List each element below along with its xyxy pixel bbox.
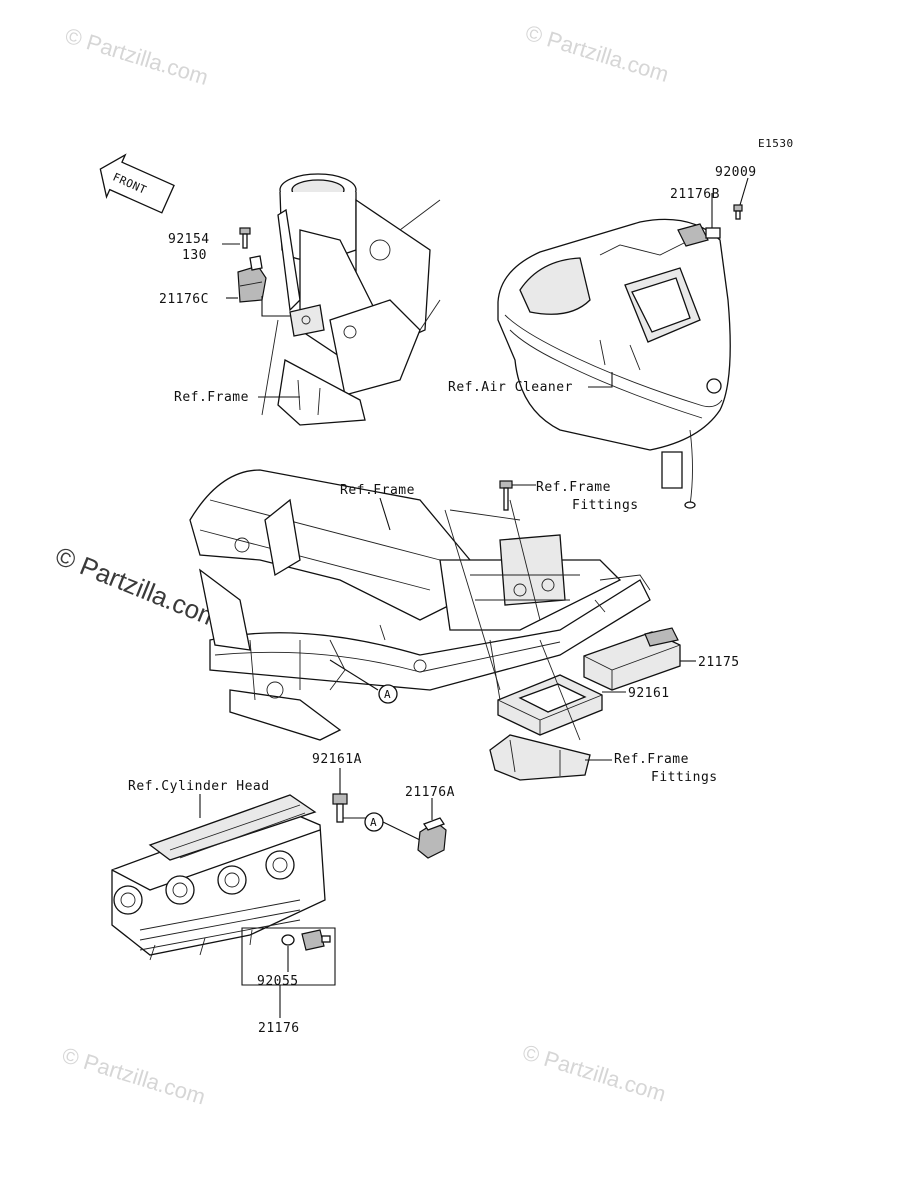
marker-a-upper: A — [378, 684, 398, 704]
callout-21176: 21176 — [258, 1021, 300, 1036]
callout-92161: 92161 — [628, 686, 670, 701]
holder-92161 — [497, 674, 603, 736]
svg-text:A: A — [370, 816, 377, 829]
callout-21175: 21175 — [698, 655, 740, 670]
svg-text:© Partzilla.com: © Partzilla.com — [523, 20, 672, 87]
callout-21176C: 21176C — [159, 292, 209, 307]
callout-21176B: 21176B — [670, 187, 720, 202]
air-cleaner-section — [497, 218, 731, 509]
watermark-bottom-right: © Partzilla.com — [520, 1039, 669, 1106]
screw-92009 — [733, 204, 743, 220]
callout-92161A: 92161A — [312, 752, 362, 767]
watermark-bottom-left: © Partzilla.com — [59, 1042, 208, 1109]
watermark-center: © Partzilla.com — [51, 541, 225, 634]
callout-ref-frame-1: Ref.Frame — [174, 390, 249, 405]
bolt-frame-fittings — [499, 480, 513, 511]
callout-ref-air-cleaner: Ref.Air Cleaner — [448, 380, 573, 395]
sensor-21176 — [301, 929, 331, 951]
front-arrow-icon: FRONT — [99, 153, 175, 214]
callout-92055: 92055 — [257, 974, 299, 989]
cylinder-head-section — [111, 794, 326, 961]
marker-a-lower: A — [364, 812, 384, 832]
callout-92009: 92009 — [715, 165, 757, 180]
callout-130: 130 — [182, 248, 207, 263]
watermark-top-left: © Partzilla.com — [62, 23, 211, 90]
sensor-21176A — [417, 817, 447, 859]
svg-text:A: A — [384, 688, 391, 701]
callout-92154: 92154 — [168, 232, 210, 247]
sensor-21176B — [677, 223, 721, 247]
svg-text:© Partzilla.com: © Partzilla.com — [62, 23, 211, 90]
bolt-92161A — [332, 793, 348, 823]
sensor-21176C — [237, 255, 267, 303]
svg-text:© Partzilla.com: © Partzilla.com — [520, 1039, 669, 1106]
watermark-top-right: © Partzilla.com — [523, 20, 672, 87]
callout-ref-cylinder-head: Ref.Cylinder Head — [128, 779, 270, 794]
callout-21176A: 21176A — [405, 785, 455, 800]
callout-ref-frame-fittings-2a: Ref.Frame — [614, 752, 689, 767]
svg-text:© Partzilla.com: © Partzilla.com — [59, 1042, 208, 1109]
washer-92055 — [281, 934, 295, 946]
callout-ref-frame-2: Ref.Frame — [340, 483, 415, 498]
callout-ref-frame-fittings-1a: Ref.Frame — [536, 480, 611, 495]
frame-fittings-bracket — [489, 734, 591, 781]
callout-ref-frame-fittings-2b: Fittings — [651, 770, 718, 785]
bolt-92154 — [239, 227, 251, 249]
ecu-21175 — [583, 627, 681, 691]
frame-head-section — [261, 173, 441, 426]
svg-text:© Partzilla.com: © Partzilla.com — [51, 541, 225, 634]
main-frame-section — [189, 469, 651, 741]
diagram-code: E1530 — [758, 137, 794, 150]
callout-ref-frame-fittings-1b: Fittings — [572, 498, 639, 513]
